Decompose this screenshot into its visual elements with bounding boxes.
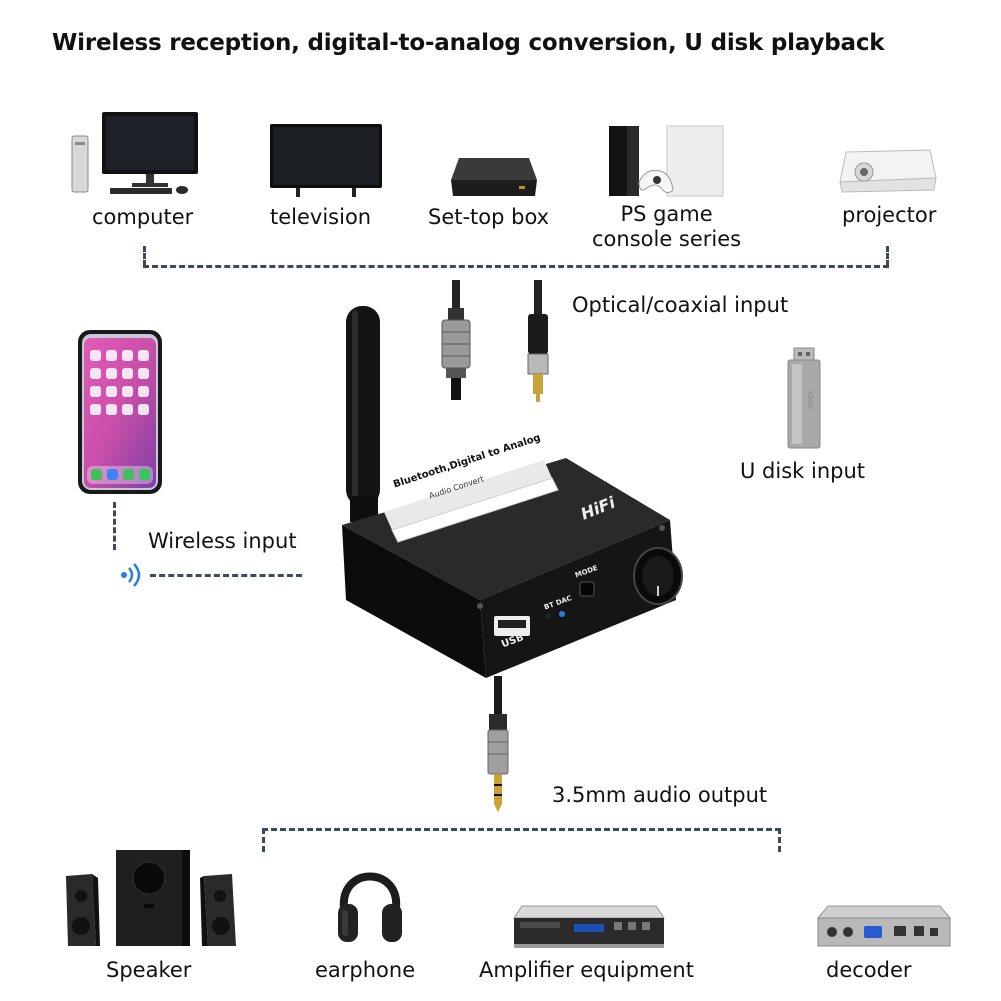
output-bracket-line bbox=[262, 828, 781, 831]
usb-stick-capacity: 32GB bbox=[806, 390, 814, 409]
wireless-horizontal-dash bbox=[150, 574, 302, 577]
wireless-signal-icon bbox=[121, 563, 141, 587]
television-icon bbox=[270, 124, 382, 197]
audio-cable-icon bbox=[487, 676, 509, 812]
optical-cable-icon bbox=[441, 280, 471, 400]
page-title: Wireless reception, digital-to-analog co… bbox=[52, 30, 885, 56]
computer-icon bbox=[71, 112, 198, 194]
dac-device bbox=[342, 306, 683, 678]
set-top-box-icon bbox=[451, 158, 537, 196]
output-bracket-left bbox=[262, 828, 265, 852]
output-label-speaker: Speaker bbox=[106, 958, 192, 982]
source-bracket-right bbox=[886, 246, 889, 266]
u-disk-input-label: U disk input bbox=[740, 459, 866, 483]
output-label-amplifier: Amplifier equipment bbox=[479, 958, 694, 982]
projector-icon bbox=[839, 149, 937, 193]
amplifier-icon bbox=[513, 905, 665, 948]
decoder-icon bbox=[816, 905, 952, 947]
source-label-projector: projector bbox=[842, 203, 937, 227]
wireless-vertical-dash bbox=[113, 502, 116, 550]
source-label-computer: computer bbox=[92, 205, 194, 229]
speaker-icon bbox=[66, 850, 236, 946]
game-console-icon bbox=[609, 125, 724, 197]
smartphone-icon bbox=[78, 330, 162, 494]
wireless-input-label: Wireless input bbox=[148, 529, 297, 553]
output-bracket-right bbox=[778, 828, 781, 852]
source-bracket-left bbox=[143, 246, 146, 266]
output-label-decoder: decoder bbox=[826, 958, 912, 982]
coaxial-cable-icon bbox=[527, 280, 549, 402]
usb-stick-icon: 32GB bbox=[787, 347, 821, 449]
source-bracket-line bbox=[143, 265, 889, 268]
audio-output-label: 3.5mm audio output bbox=[552, 783, 768, 807]
source-label-set-top-box: Set-top box bbox=[428, 205, 550, 229]
output-label-earphone: earphone bbox=[315, 958, 416, 982]
headphones-icon bbox=[338, 872, 402, 942]
source-label-television: television bbox=[270, 205, 372, 229]
optical-coaxial-input-label: Optical/coaxial input bbox=[572, 293, 789, 317]
